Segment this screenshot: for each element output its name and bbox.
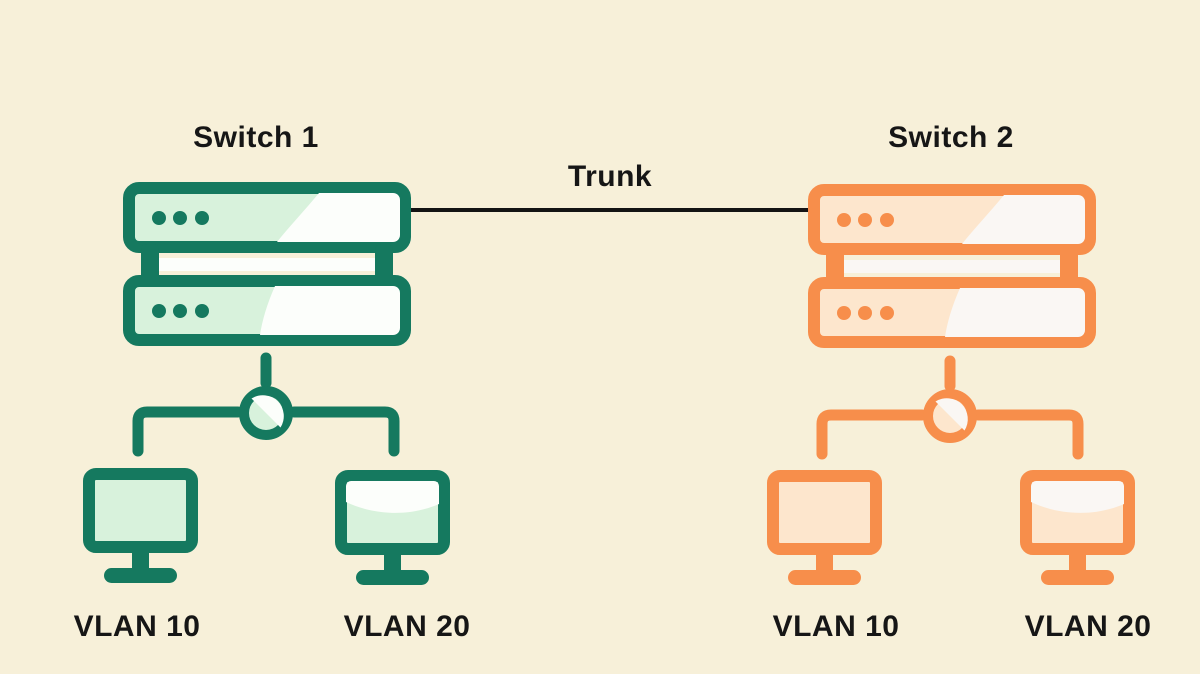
switch-2-icon [814, 190, 1090, 342]
switch-1-icon [129, 188, 405, 340]
monitor-icon-vlan20-left [341, 476, 444, 585]
vlan-10-label-right: VLAN 10 [772, 610, 900, 643]
switch-1-hub-icon [138, 358, 394, 451]
trunk-label: Trunk [567, 160, 653, 193]
switch-2-label: Switch 2 [888, 121, 1014, 154]
vlan-10-label-left: VLAN 10 [73, 610, 201, 643]
vlan-20-label-left: VLAN 20 [343, 610, 471, 643]
switch-2-hub-icon [822, 361, 1078, 454]
monitor-icon-vlan10-left [89, 474, 192, 583]
vlan-20-label-right: VLAN 20 [1024, 610, 1152, 643]
monitor-icon-vlan10-right [773, 476, 876, 585]
switch-1-label: Switch 1 [193, 121, 319, 154]
monitor-icon-vlan20-right [1026, 476, 1129, 585]
